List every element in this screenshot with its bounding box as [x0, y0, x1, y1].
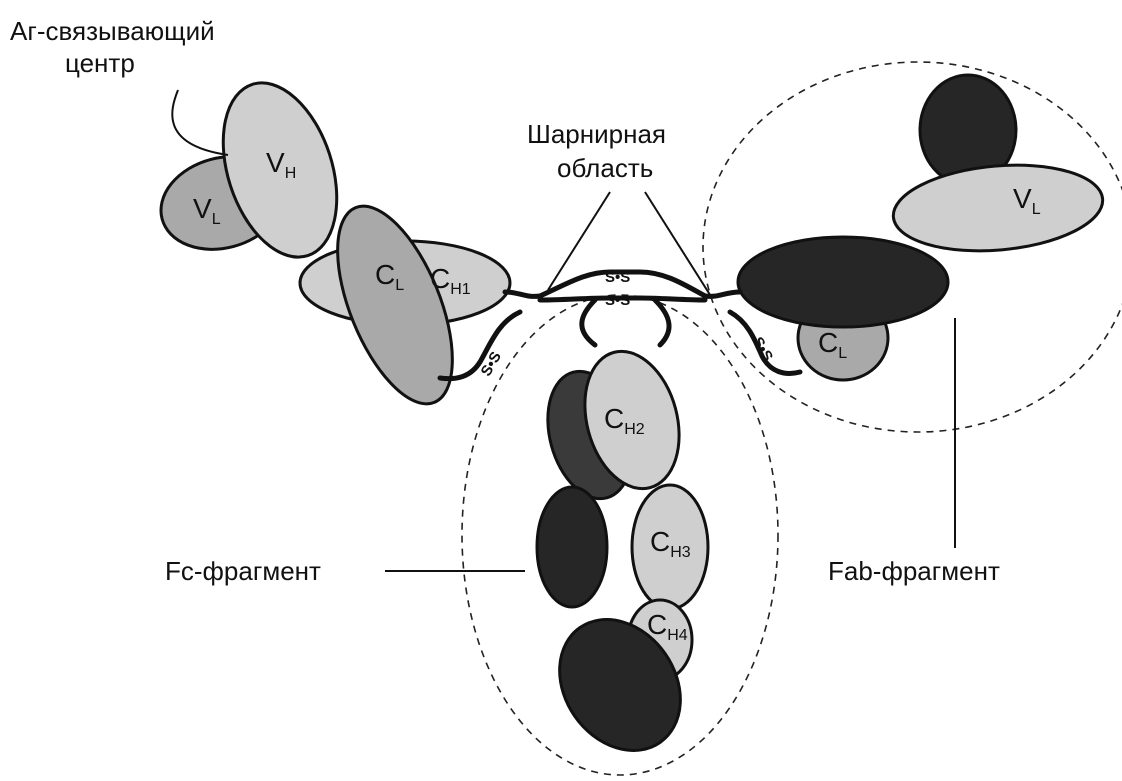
hinge-label-line2: область	[557, 153, 653, 183]
antigen-site-label-line2: центр	[65, 48, 135, 78]
hinge-disulfide-upper: S•S	[605, 269, 630, 286]
right-ch1-domain	[738, 237, 948, 327]
hinge-disulfide-lower: S•S	[605, 292, 630, 309]
hinge-pointer-left	[548, 192, 610, 290]
antigen-site-label: Аг-связывающий	[10, 16, 215, 46]
fab-fragment-label: Fab-фрагмент	[828, 556, 1000, 586]
hinge-label: Шарнирная	[527, 119, 666, 149]
hinge-right-descend	[655, 300, 669, 345]
right-vl-domain	[890, 157, 1107, 259]
fc-fragment-label: Fc-фрагмент	[165, 556, 321, 586]
left-heavy-chain-link	[505, 292, 540, 296]
hinge-left-descend	[582, 300, 595, 345]
antigen-site-pointer	[172, 90, 228, 155]
fc-ch3-back-domain	[537, 487, 607, 607]
left-light-heavy-disulfide: S•S	[478, 349, 505, 379]
right-fab-arm	[705, 75, 1106, 380]
